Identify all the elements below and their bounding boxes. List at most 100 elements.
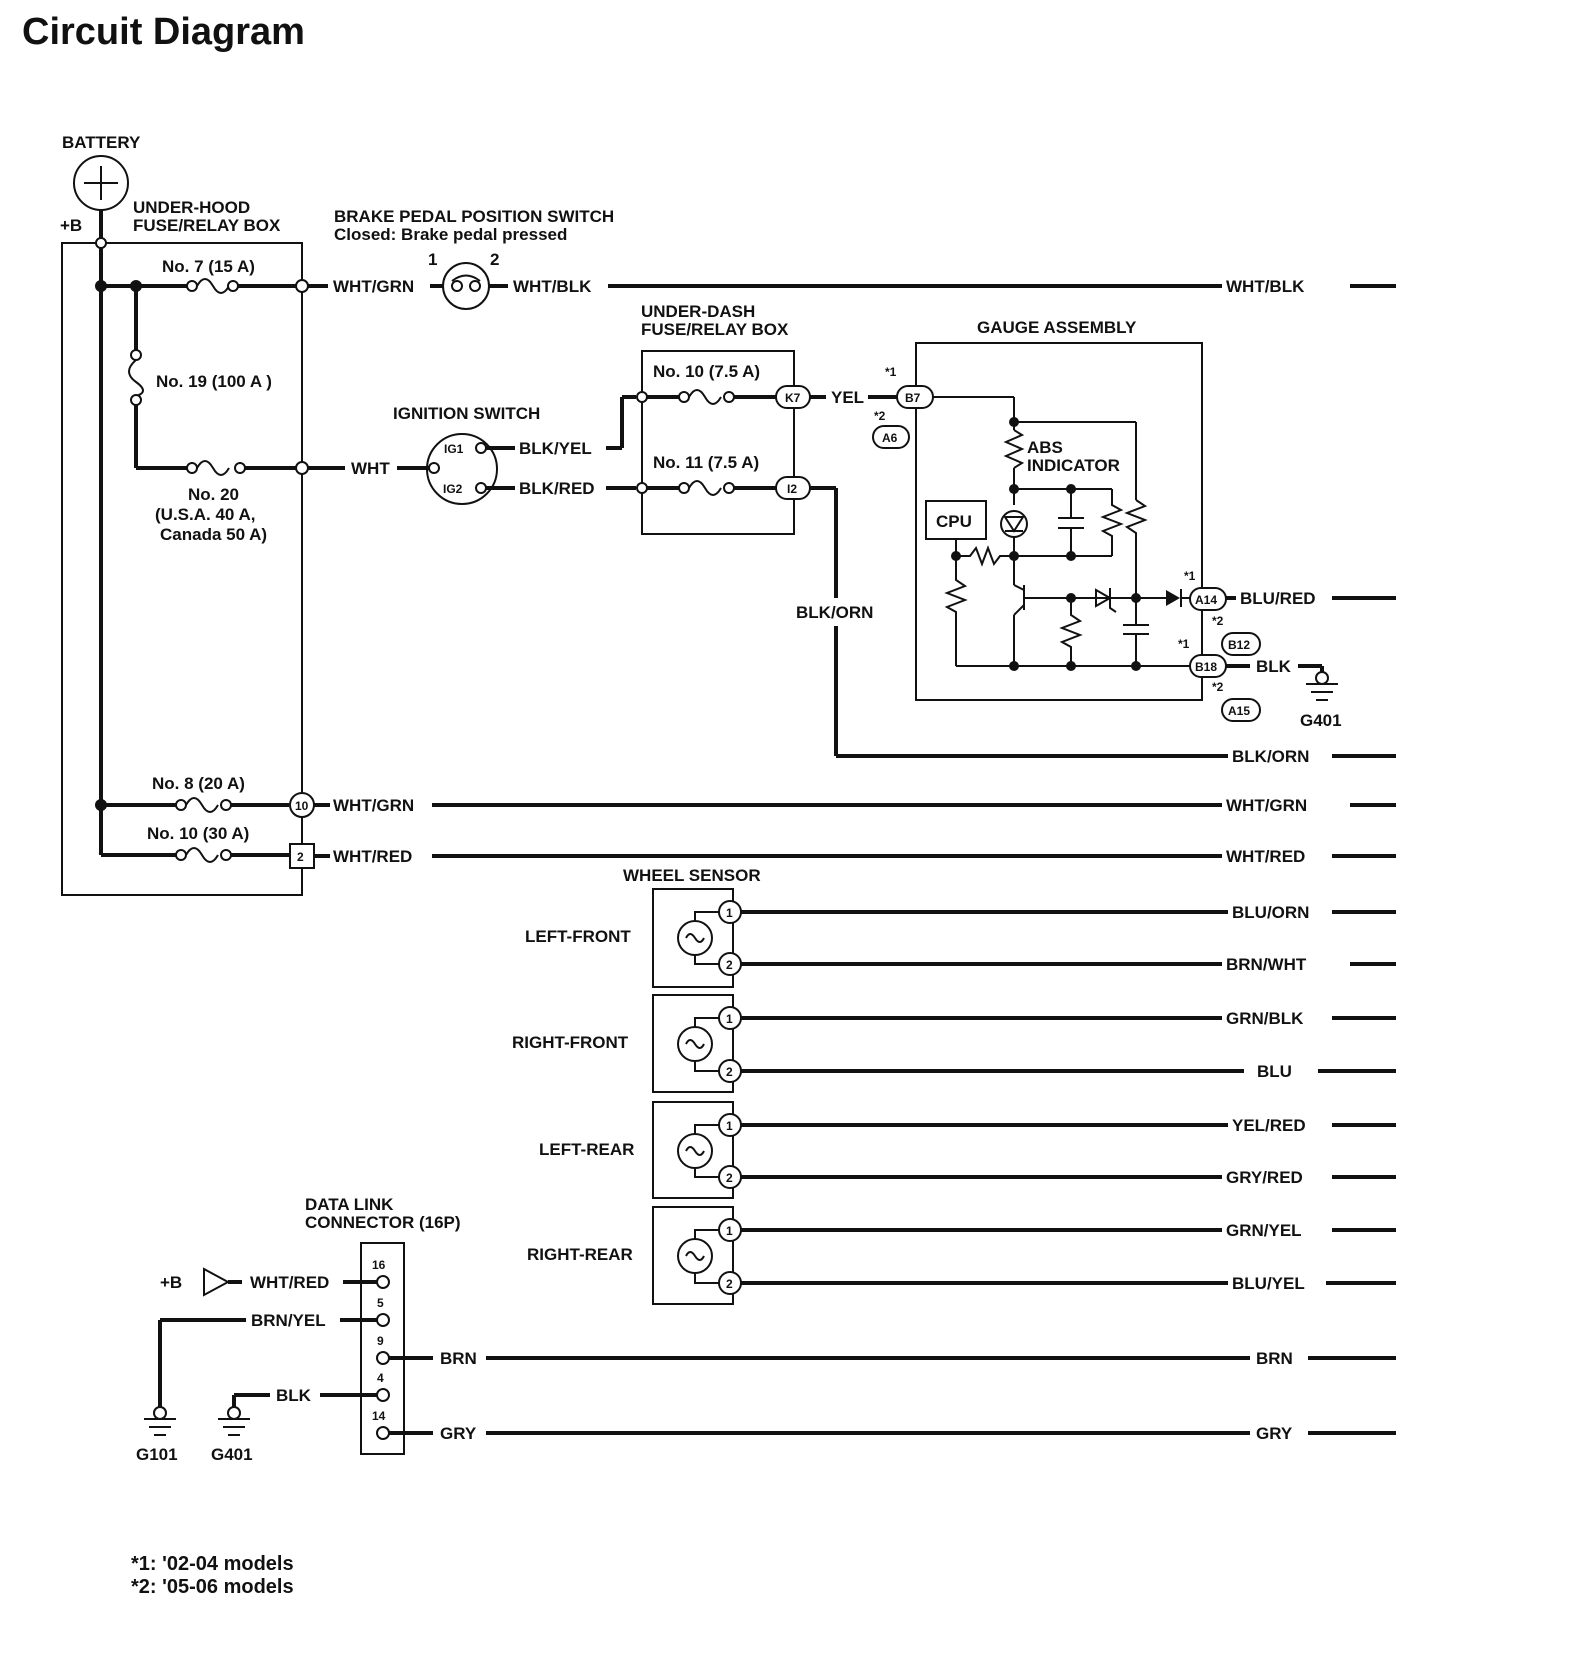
wire-label-blu-yel: BLU/YEL	[1232, 1274, 1305, 1293]
cpu-resistor-icon	[944, 556, 968, 666]
fuse-no11-label: No. 11 (7.5 A)	[653, 453, 759, 472]
sensor-lf-pin2: 2	[726, 958, 733, 972]
wire-label-wht-grn-top: WHT/GRN	[333, 277, 414, 296]
underdash-label-1: UNDER-DASH	[641, 302, 755, 321]
ground-g401-dlc-icon	[218, 1406, 250, 1436]
gauge-assembly: GAUGE ASSEMBLY *1 B7 *2 A6 ABS INDICATOR	[872, 318, 1261, 722]
ignition-switch-icon: IG1 IG2	[426, 433, 498, 505]
ground-capacitor-icon	[1123, 598, 1149, 666]
wire-label-brn-right: BRN	[1256, 1349, 1293, 1368]
underdash-box-outline	[641, 350, 795, 535]
wire-label-blk-orn-left: BLK/ORN	[796, 603, 873, 622]
gauge-box-outline	[915, 342, 1203, 701]
wire-label-wht-grn-mid-right: WHT/GRN	[1226, 796, 1307, 815]
cpu-box	[925, 500, 987, 540]
dlc-pin-5: 5	[377, 1296, 384, 1310]
zener-diode-icon	[1095, 588, 1117, 613]
cpu-label: CPU	[936, 512, 972, 531]
brake-switch-pin-1: 1	[428, 250, 437, 269]
ground-g401-dlc-label: G401	[211, 1445, 253, 1464]
ignition-ig2: IG2	[443, 482, 463, 496]
gauge-pin-b18: B18	[1195, 660, 1217, 674]
sensor-lf-pin1: 1	[726, 906, 733, 920]
fuse-no20-icon	[186, 460, 246, 476]
ground-resistor-icon	[1059, 598, 1083, 666]
wire-label-gry-right: GRY	[1256, 1424, 1293, 1443]
wire-label-blu: BLU	[1257, 1062, 1292, 1081]
sensor-lr-pin1: 1	[726, 1119, 733, 1133]
wire-label-blu-orn: BLU/ORN	[1232, 903, 1309, 922]
wheel-sensor-lr-label: LEFT-REAR	[539, 1140, 634, 1159]
wire-label-wht-blk-right: WHT/BLK	[1226, 277, 1305, 296]
wire-label-gry-left: GRY	[440, 1424, 477, 1443]
gauge-pin-a14: A14	[1195, 593, 1217, 607]
gauge-note1-b18: *1	[1178, 637, 1190, 651]
abs-indicator-label-2: INDICATOR	[1027, 456, 1120, 475]
resistor-right-icon	[1124, 499, 1148, 598]
gauge-note2-a15: *2	[1212, 680, 1224, 694]
fuse-no7-icon	[186, 278, 239, 294]
battery: BATTERY +B	[60, 133, 141, 235]
wire-label-grn-blk: GRN/BLK	[1226, 1009, 1304, 1028]
footnote-1: *1: '02-04 models	[131, 1553, 294, 1575]
gauge-pin-a6: A6	[882, 431, 898, 445]
transistor-icon	[1013, 556, 1035, 666]
blk-orn-circuit: BLK/ORN BLK/ORN	[796, 486, 1396, 766]
wire-label-brn-left: BRN	[440, 1349, 477, 1368]
brake-pedal-circuit: BRAKE PEDAL POSITION SWITCH Closed: Brak…	[308, 207, 1396, 310]
fuse-no19-icon	[128, 349, 144, 406]
ground-g401-icon	[1306, 666, 1338, 701]
brake-switch-label-2: Closed: Brake pedal pressed	[334, 225, 567, 244]
dlc-plus-b-label: +B	[160, 1273, 182, 1292]
capacitor-icon	[1058, 489, 1084, 556]
underhood-box-outline	[61, 242, 303, 896]
fuse-no20-label-3: Canada 50 A)	[160, 525, 267, 544]
ground-g401-label: G401	[1300, 711, 1342, 730]
page-title: Circuit Diagram	[22, 11, 305, 53]
brake-switch-label-1: BRAKE PEDAL POSITION SWITCH	[334, 207, 614, 226]
wheel-sensor-label: WHEEL SENSOR	[623, 866, 761, 885]
dlc-pin-4: 4	[377, 1371, 384, 1385]
fuse-no10-7-5a-icon	[678, 389, 735, 405]
wire-label-gry-red: GRY/RED	[1226, 1168, 1303, 1187]
wheel-sensor-lf-label: LEFT-FRONT	[525, 927, 631, 946]
underhood-pin-10: 10	[295, 799, 309, 813]
fuse-no10-30a-label: No. 10 (30 A)	[147, 824, 249, 843]
sensor-rr-pin1: 1	[726, 1224, 733, 1238]
underhood-fuse-relay-box: UNDER-HOOD FUSE/RELAY BOX No. 7 (15 A) N…	[61, 198, 315, 896]
led-icon	[1000, 510, 1028, 538]
fuse-no11-icon	[678, 480, 735, 496]
fuse-no20-label-2: (U.S.A. 40 A,	[155, 505, 255, 524]
data-link-connector: DATA LINK CONNECTOR (16P) 16 5 9 4 14	[305, 1195, 461, 1455]
dlc-pin-9: 9	[377, 1334, 384, 1348]
dlc-pin-14: 14	[372, 1409, 386, 1423]
underdash-label-2: FUSE/RELAY BOX	[641, 320, 789, 339]
wire-label-blk-dlc: BLK	[276, 1386, 312, 1405]
ignition-ig1: IG1	[444, 442, 464, 456]
gauge-note1-a14: *1	[1184, 569, 1196, 583]
wire-label-brn-wht: BRN/WHT	[1226, 955, 1307, 974]
battery-label: BATTERY	[62, 133, 141, 152]
fuse-no10-30a-icon	[175, 847, 232, 863]
wheel-sensor-rr-label: RIGHT-REAR	[527, 1245, 633, 1264]
wire-label-blk-red: BLK/RED	[519, 479, 595, 498]
sensor-rr-pin2: 2	[726, 1277, 733, 1291]
wire-label-wht-grn-mid-left: WHT/GRN	[333, 796, 414, 815]
ground-g101-label: G101	[136, 1445, 178, 1464]
wire-label-yel: YEL	[831, 388, 864, 407]
dlc-pin-16: 16	[372, 1258, 386, 1272]
fuse-no8-icon	[175, 797, 232, 813]
dlc-label-2: CONNECTOR (16P)	[305, 1213, 461, 1232]
ignition-switch-label: IGNITION SWITCH	[393, 404, 540, 423]
wire-label-blk-yel: BLK/YEL	[519, 439, 592, 458]
wire-label-brn-yel: BRN/YEL	[251, 1311, 326, 1330]
wire-label-blk-orn-right: BLK/ORN	[1232, 747, 1309, 766]
wire-label-wht-red-dlc: WHT/RED	[250, 1273, 329, 1292]
underhood-label-1: UNDER-HOOD	[133, 198, 250, 217]
ground-g101-icon	[144, 1406, 176, 1436]
gauge-assembly-label: GAUGE ASSEMBLY	[977, 318, 1137, 337]
underdash-fuse-relay-box: UNDER-DASH FUSE/RELAY BOX No. 10 (7.5 A)…	[636, 302, 811, 535]
brake-switch-icon	[442, 262, 490, 310]
underhood-pin-2: 2	[297, 850, 304, 864]
